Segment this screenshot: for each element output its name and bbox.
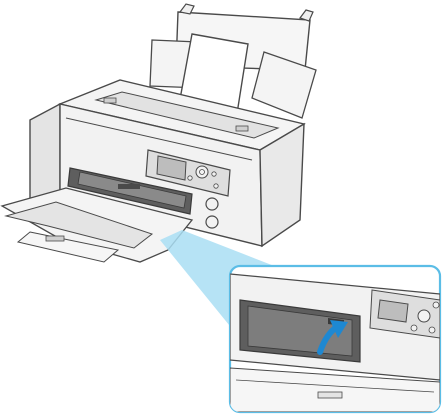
callout-zoom-view <box>228 264 442 414</box>
curved-arrow-up-icon <box>317 320 348 355</box>
output-tray <box>0 187 194 263</box>
operation-panel <box>145 149 231 197</box>
side-buttons <box>205 197 219 229</box>
front-tray-slot <box>67 167 193 215</box>
